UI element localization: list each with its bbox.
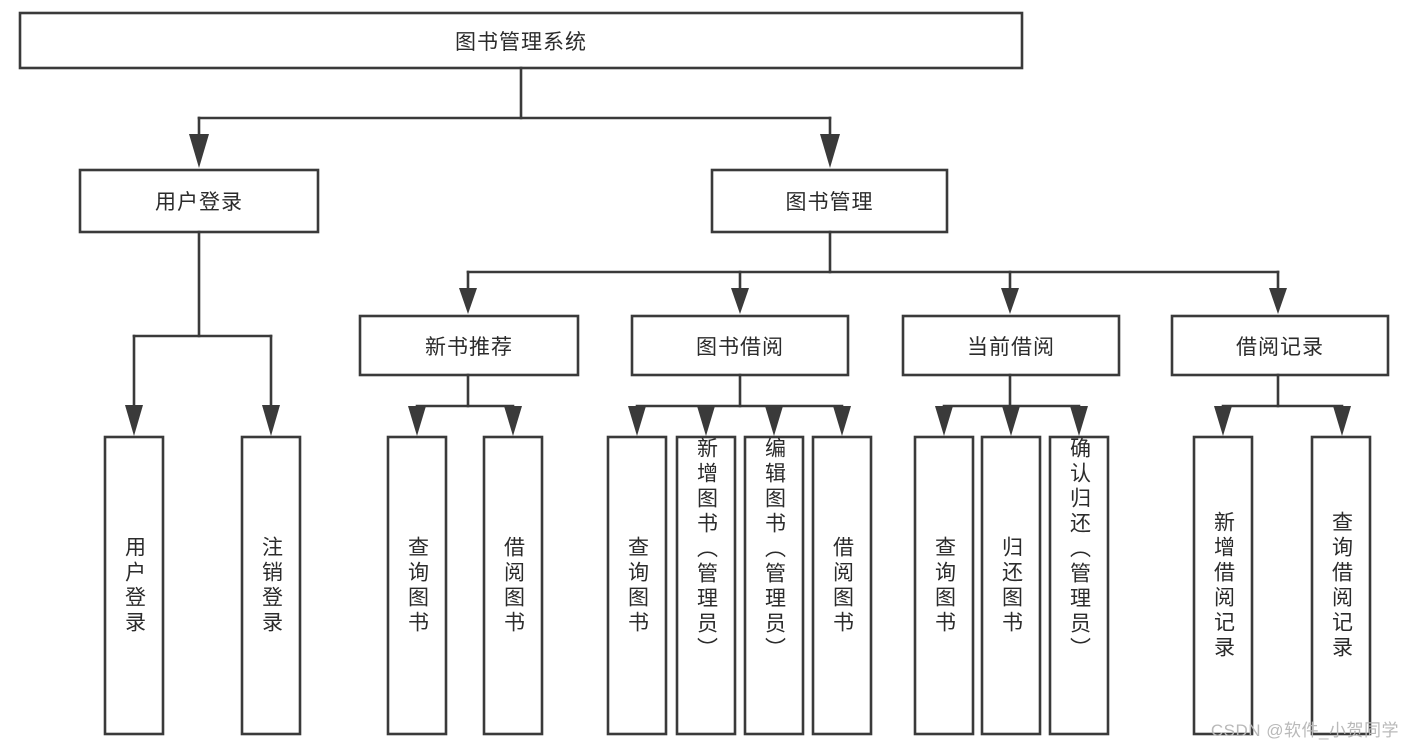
arrow-head-leaf-user-login xyxy=(125,405,143,436)
arrow-head-book-manage xyxy=(820,134,840,168)
node-leaf-query-book-2-box[interactable] xyxy=(606,435,668,736)
node-leaf-add-record-box[interactable] xyxy=(1192,435,1254,736)
arrow-head-leaf-edit-book xyxy=(765,406,783,436)
csdn-watermark: CSDN @软件_小贺同学 xyxy=(1210,721,1399,740)
arrow-head-leaf-add-book xyxy=(697,406,715,436)
node-borrow-record-box[interactable] xyxy=(1170,314,1390,377)
node-new-book-rec-box[interactable] xyxy=(358,314,580,377)
arrow-head-leaf-query-record xyxy=(1333,406,1351,436)
arrow-head-user-login xyxy=(189,134,209,168)
arrow-head-leaf-query-book-1 xyxy=(408,406,426,436)
arrow-head-leaf-add-record xyxy=(1214,406,1232,436)
arrow-head-leaf-borrow-book-2 xyxy=(833,406,851,436)
arrow-head-leaf-borrow-book-1 xyxy=(504,406,522,436)
arrow-head-leaf-return-book xyxy=(1002,406,1020,436)
arrow-head-book-borrow xyxy=(731,288,749,314)
node-current-borrow-box[interactable] xyxy=(901,314,1121,377)
arrow-head-leaf-logout xyxy=(262,405,280,436)
node-leaf-query-book-3-box[interactable] xyxy=(913,435,975,736)
node-book-manage-box[interactable] xyxy=(710,168,949,234)
arrow-head-leaf-query-book-3 xyxy=(935,406,953,436)
arrow-head-borrow-record xyxy=(1269,288,1287,314)
node-leaf-confirm-return-box[interactable] xyxy=(1048,435,1110,736)
node-user-login-box[interactable] xyxy=(78,168,320,234)
node-leaf-return-book-box[interactable] xyxy=(980,435,1042,736)
node-leaf-add-book-box[interactable] xyxy=(675,435,737,736)
node-leaf-query-record-box[interactable] xyxy=(1310,435,1372,736)
arrow-head-leaf-query-book-2 xyxy=(628,406,646,436)
node-leaf-logout-box[interactable] xyxy=(240,435,302,736)
node-leaf-borrow-book-1-box[interactable] xyxy=(482,435,544,736)
node-book-borrow-box[interactable] xyxy=(630,314,850,377)
arrow-head-new-book-rec xyxy=(459,288,477,314)
arrow-head-leaf-confirm-return xyxy=(1070,406,1088,436)
node-root-box[interactable] xyxy=(18,11,1024,70)
node-leaf-query-book-1-box[interactable] xyxy=(386,435,448,736)
node-leaf-borrow-book-2-box[interactable] xyxy=(811,435,873,736)
node-leaf-edit-book-box[interactable] xyxy=(743,435,805,736)
node-leaf-user-login-box[interactable] xyxy=(103,435,165,736)
arrow-head-current-borrow xyxy=(1001,288,1019,314)
